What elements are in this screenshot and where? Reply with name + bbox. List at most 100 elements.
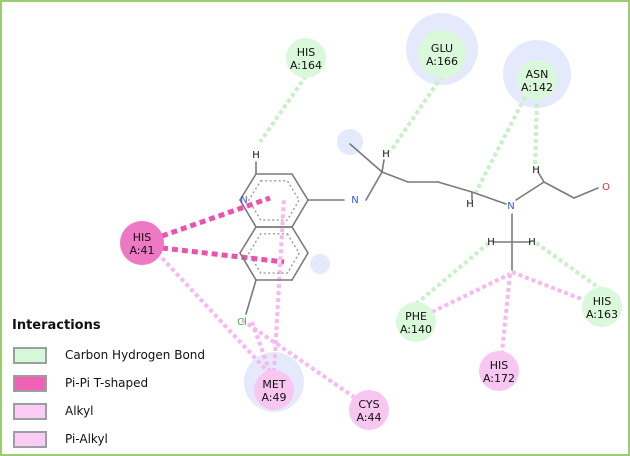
legend-title: Interactions (12, 318, 101, 333)
legend-item-alkyl: Alkyl (12, 397, 242, 425)
hydrogen-atom: H (252, 150, 260, 161)
residue-name: HIS (593, 295, 612, 308)
quinoline-ring-bond (291, 173, 309, 201)
bond (537, 171, 545, 183)
alkyl-his163 (511, 270, 585, 302)
residue-name: PHE (405, 310, 427, 323)
bond (381, 171, 409, 183)
residue-chain: A:163 (586, 308, 618, 321)
residue-bubble (582, 287, 622, 327)
legend-label: Pi-Alkyl (65, 432, 108, 446)
atom-halo (337, 129, 363, 155)
hydrogen-atom: H (466, 199, 474, 210)
bond (471, 191, 507, 205)
alkyl-his41-met49 (160, 256, 272, 376)
nitrogen-atom: N (351, 195, 358, 206)
bond (437, 181, 473, 193)
legend-swatch (13, 402, 47, 420)
residue-bubble (517, 60, 557, 100)
legend-swatch (13, 430, 47, 448)
carbon-hydrogen-bond-asn142 (474, 96, 527, 193)
hydrogen-atom: H (487, 237, 495, 248)
bond (245, 279, 257, 315)
residue-name: HIS (490, 359, 509, 372)
residue-name: ASN (526, 68, 549, 81)
residue-name: HIS (297, 46, 316, 59)
hydrogen-atom: H (382, 149, 390, 160)
carbon-hydrogen-bond-phe140 (414, 240, 492, 306)
bond (365, 171, 383, 201)
alkyl-phe140 (431, 272, 511, 314)
bond (573, 187, 599, 199)
residue-chain: A:166 (426, 55, 458, 68)
residue-chain: A:140 (400, 323, 432, 336)
alkyl-cys44 (240, 318, 356, 399)
residue-chain: A:142 (521, 81, 553, 94)
quinoline-ring-bond (291, 252, 309, 281)
bond (381, 159, 385, 173)
residue-chain: A:41 (129, 244, 154, 257)
residue-bubble (396, 302, 436, 342)
residue-bubble (479, 351, 519, 391)
alkyl-met49 (250, 321, 272, 373)
legend-item-pi-pi-t-shaped: Pi-Pi T-shaped (12, 369, 242, 397)
legend-swatch (13, 346, 47, 364)
aromatic-ring-a (248, 180, 300, 221)
quinoline-ring-bond (239, 252, 257, 281)
chlorine-atom: Cl (237, 317, 247, 328)
residue-chain: A:49 (261, 391, 286, 404)
legend-swatch (13, 374, 47, 392)
legend-label: Pi-Pi T-shaped (65, 376, 149, 390)
residue-name: HIS (133, 231, 152, 244)
residue-bubble (418, 30, 466, 78)
quinoline-ring-bond (291, 226, 309, 254)
pi-pi-t-shaped-his41-2 (161, 245, 285, 265)
legend-item-carbon-hydrogen-bond: Carbon Hydrogen Bond (12, 341, 242, 369)
residue-name: GLU (431, 42, 453, 55)
legend-item-pi-alkyl: Pi-Alkyl (12, 425, 242, 453)
residue-chain: A:44 (356, 411, 381, 424)
bond (543, 181, 575, 199)
residue-bubble (286, 38, 326, 78)
quinoline-ring-bond (239, 226, 257, 254)
quinoline-ring-bond (239, 199, 257, 228)
nitrogen-atom: N (240, 195, 247, 206)
interactions-legend: Interactions Carbon Hydrogen Bond Pi-Pi … (12, 318, 242, 453)
residue-chain: A:172 (483, 372, 515, 385)
bond (349, 143, 383, 173)
aromatic-ring-b (248, 233, 300, 274)
quinoline-ring-bond (291, 199, 309, 228)
oxygen-atom: O (602, 182, 610, 193)
alkyl-his172 (500, 273, 512, 353)
residue-name: MET (262, 378, 285, 391)
nitrogen-atom: N (507, 201, 514, 212)
carbon-hydrogen-bond-asn142-2 (533, 96, 539, 169)
bond (515, 181, 545, 201)
hydrogen-atom: H (528, 237, 536, 248)
hydrogen-atom: H (532, 165, 540, 176)
residue-name: CYS (358, 398, 379, 411)
pi-alkyl-met49 (272, 197, 286, 373)
residue-bubble (349, 390, 389, 430)
carbon-hydrogen-bond-glu166 (388, 74, 444, 154)
carbon-hydrogen-bond-his164 (258, 74, 308, 144)
residue-bubble (254, 370, 294, 410)
legend-label: Carbon Hydrogen Bond (65, 348, 206, 362)
residue-chain: A:164 (290, 59, 322, 72)
residue-bubble (120, 221, 164, 265)
carbon-hydrogen-bond-his163 (530, 238, 604, 292)
legend-label: Alkyl (65, 404, 94, 418)
quinoline-ring-bond (239, 173, 257, 201)
atom-halo (310, 254, 330, 274)
